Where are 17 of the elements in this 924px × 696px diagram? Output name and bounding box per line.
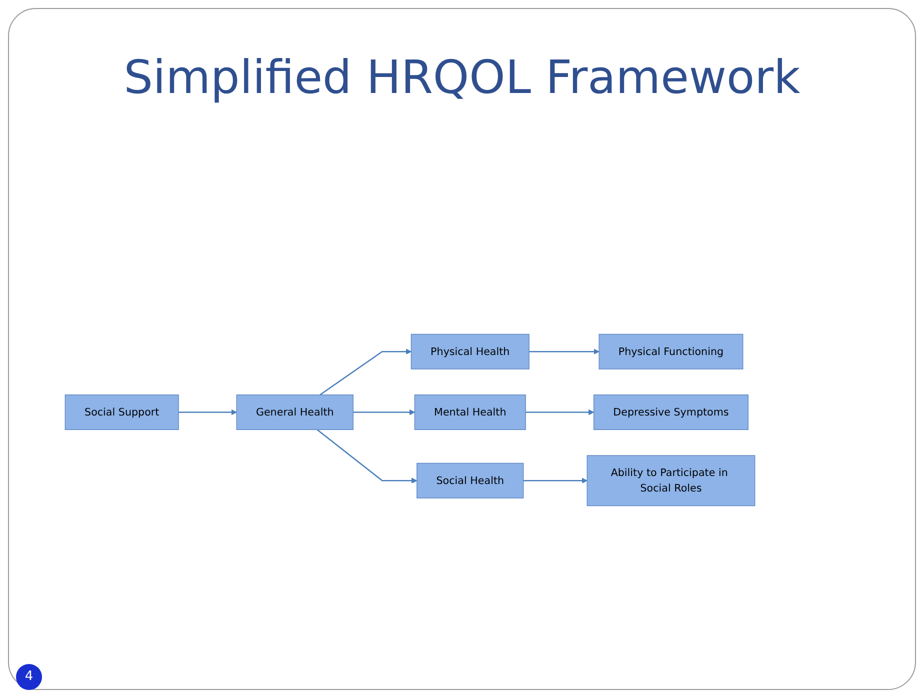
node-box: Physical Functioning	[598, 334, 744, 370]
node-box: Depressive Symptoms	[594, 394, 748, 430]
slide-number: 4	[16, 664, 42, 690]
arrow	[353, 409, 415, 416]
arrow	[320, 348, 412, 396]
node-box: General Health	[236, 394, 354, 430]
node-box: Social Health	[416, 462, 524, 498]
arrow	[178, 409, 237, 416]
arrow	[316, 429, 418, 484]
node-box: Physical Health	[410, 334, 530, 370]
arrow	[529, 348, 600, 354]
slide-title: Simplified HRQOL Framework	[122, 50, 802, 104]
arrow	[523, 478, 588, 484]
node-box: Social Support	[64, 394, 179, 430]
node-box: Mental Health	[414, 394, 526, 430]
node-box: Ability to Participate in Social Roles	[586, 455, 756, 506]
arrow	[526, 409, 594, 416]
